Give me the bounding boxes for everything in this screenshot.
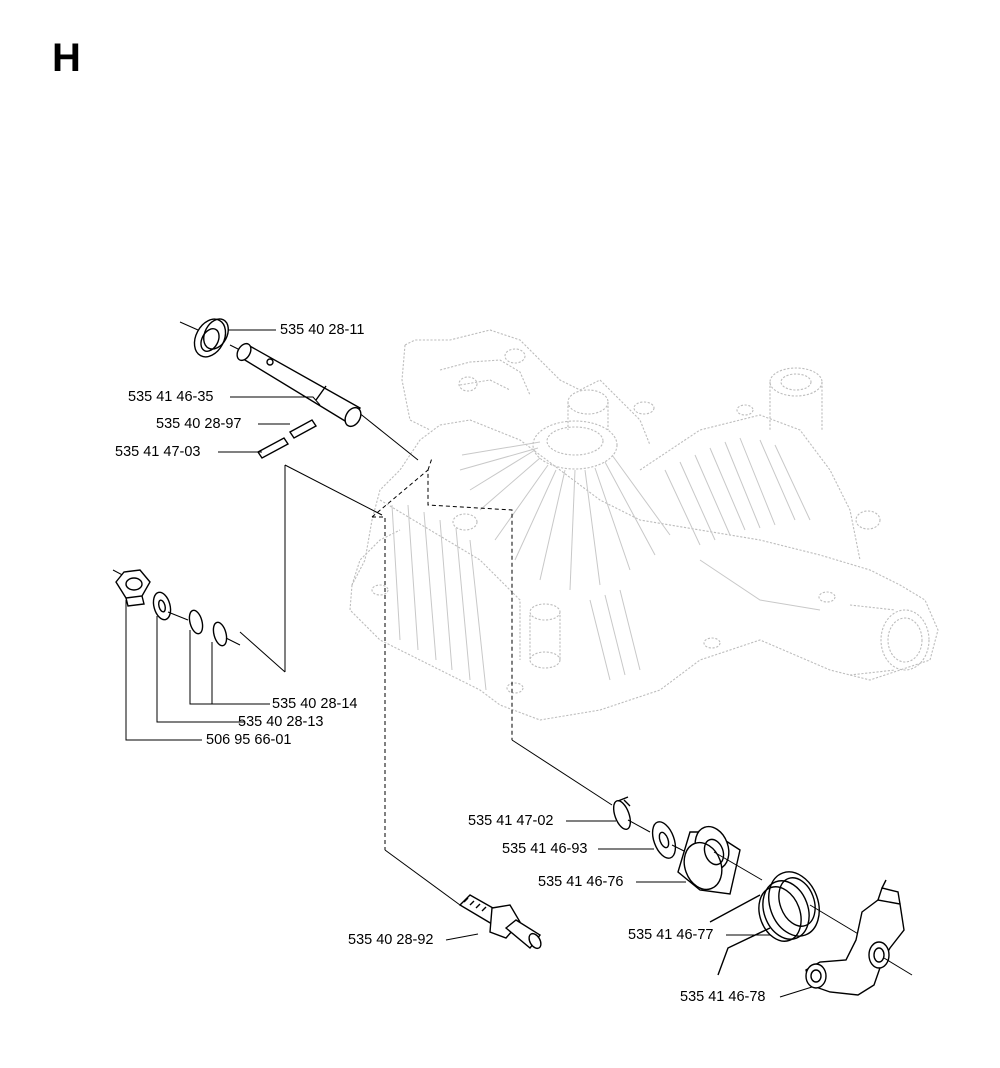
part-label-535-41-47-03: 535 41 47-03 <box>115 444 201 460</box>
lever-arm-part <box>805 879 913 996</box>
part-label-535-40-28-14: 535 40 28-14 <box>272 696 358 712</box>
part-label-535-41-46-35: 535 41 46-35 <box>128 389 214 405</box>
part-label-535-41-46-76: 535 41 46-76 <box>538 874 624 890</box>
part-label-535-41-47-02: 535 41 47-02 <box>468 813 554 829</box>
o-ring-part <box>188 609 228 647</box>
part-label-535-40-28-97: 535 40 28-97 <box>156 416 242 432</box>
part-label-535-41-46-77: 535 41 46-77 <box>628 927 714 943</box>
circlip-part <box>612 796 632 830</box>
section-letter: H <box>52 36 81 80</box>
pin-shaft-part <box>236 342 362 428</box>
leader-lines <box>125 329 813 998</box>
seal-part <box>193 318 229 358</box>
transmission-housing <box>349 329 939 721</box>
stub-shaft-part <box>458 894 542 950</box>
part-label-535-41-46-93: 535 41 46-93 <box>502 841 588 857</box>
roll-pin-part <box>256 419 318 459</box>
bushing-part <box>677 825 763 895</box>
part-label-535-40-28-13: 535 40 28-13 <box>238 714 324 730</box>
part-label-535-41-46-78: 535 41 46-78 <box>680 989 766 1005</box>
thrust-washer-part <box>651 821 677 859</box>
part-label-535-40-28-11: 535 40 28-11 <box>280 322 365 338</box>
part-label-506-95-66-01: 506 95 66-01 <box>206 732 292 748</box>
nut-part <box>115 569 151 607</box>
washer-part <box>152 591 172 621</box>
part-label-535-40-28-92: 535 40 28-92 <box>348 932 434 948</box>
